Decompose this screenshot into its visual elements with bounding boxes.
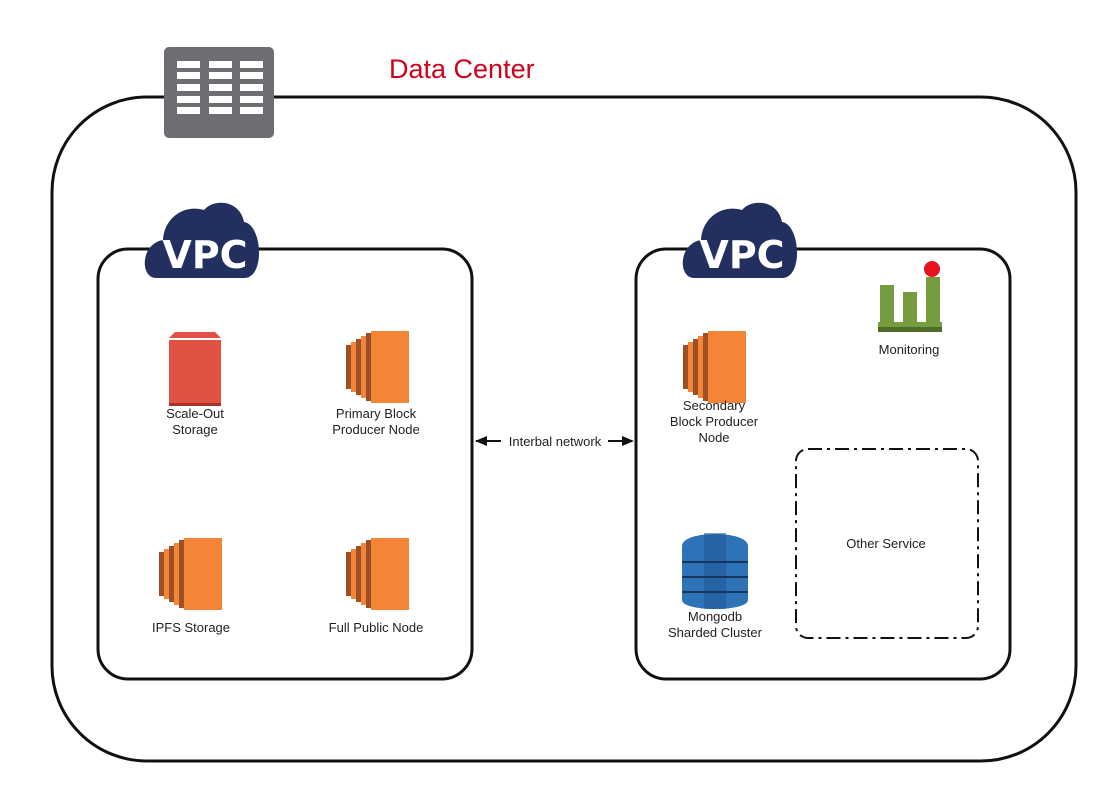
arrow-left-icon xyxy=(475,436,487,446)
data-center-container xyxy=(50,95,1078,763)
monitoring-icon xyxy=(878,261,942,332)
other-service-label: Other Service xyxy=(846,536,926,551)
secondary-node-label: Secondary Block Producer Node xyxy=(669,398,759,445)
mongodb-label: Mongodb Sharded Cluster xyxy=(668,609,762,640)
server-rack-icon xyxy=(164,47,274,138)
database-icon xyxy=(682,533,748,609)
vpc-label-right: VPC xyxy=(699,233,784,277)
scale-out-storage-label: Scale-Out Storage xyxy=(166,406,224,437)
other-service-box xyxy=(795,448,979,639)
network-connection xyxy=(475,436,634,446)
ipfs-storage-label: IPFS Storage xyxy=(151,620,231,635)
vpc-cloud-icon: VPC xyxy=(682,202,798,278)
page-title: Data Center xyxy=(389,54,535,84)
full-public-node-label: Full Public Node xyxy=(328,620,424,635)
vpc-box-left xyxy=(96,247,474,681)
network-label: Interbal network xyxy=(508,434,602,449)
vpc-label-left: VPC xyxy=(162,233,247,277)
storage-icon xyxy=(169,332,221,406)
monitoring-label: Monitoring xyxy=(878,342,940,357)
arrow-right-icon xyxy=(622,436,634,446)
vpc-cloud-icon: VPC xyxy=(144,202,260,278)
primary-node-label: Primary Block Producer Node xyxy=(332,406,420,437)
